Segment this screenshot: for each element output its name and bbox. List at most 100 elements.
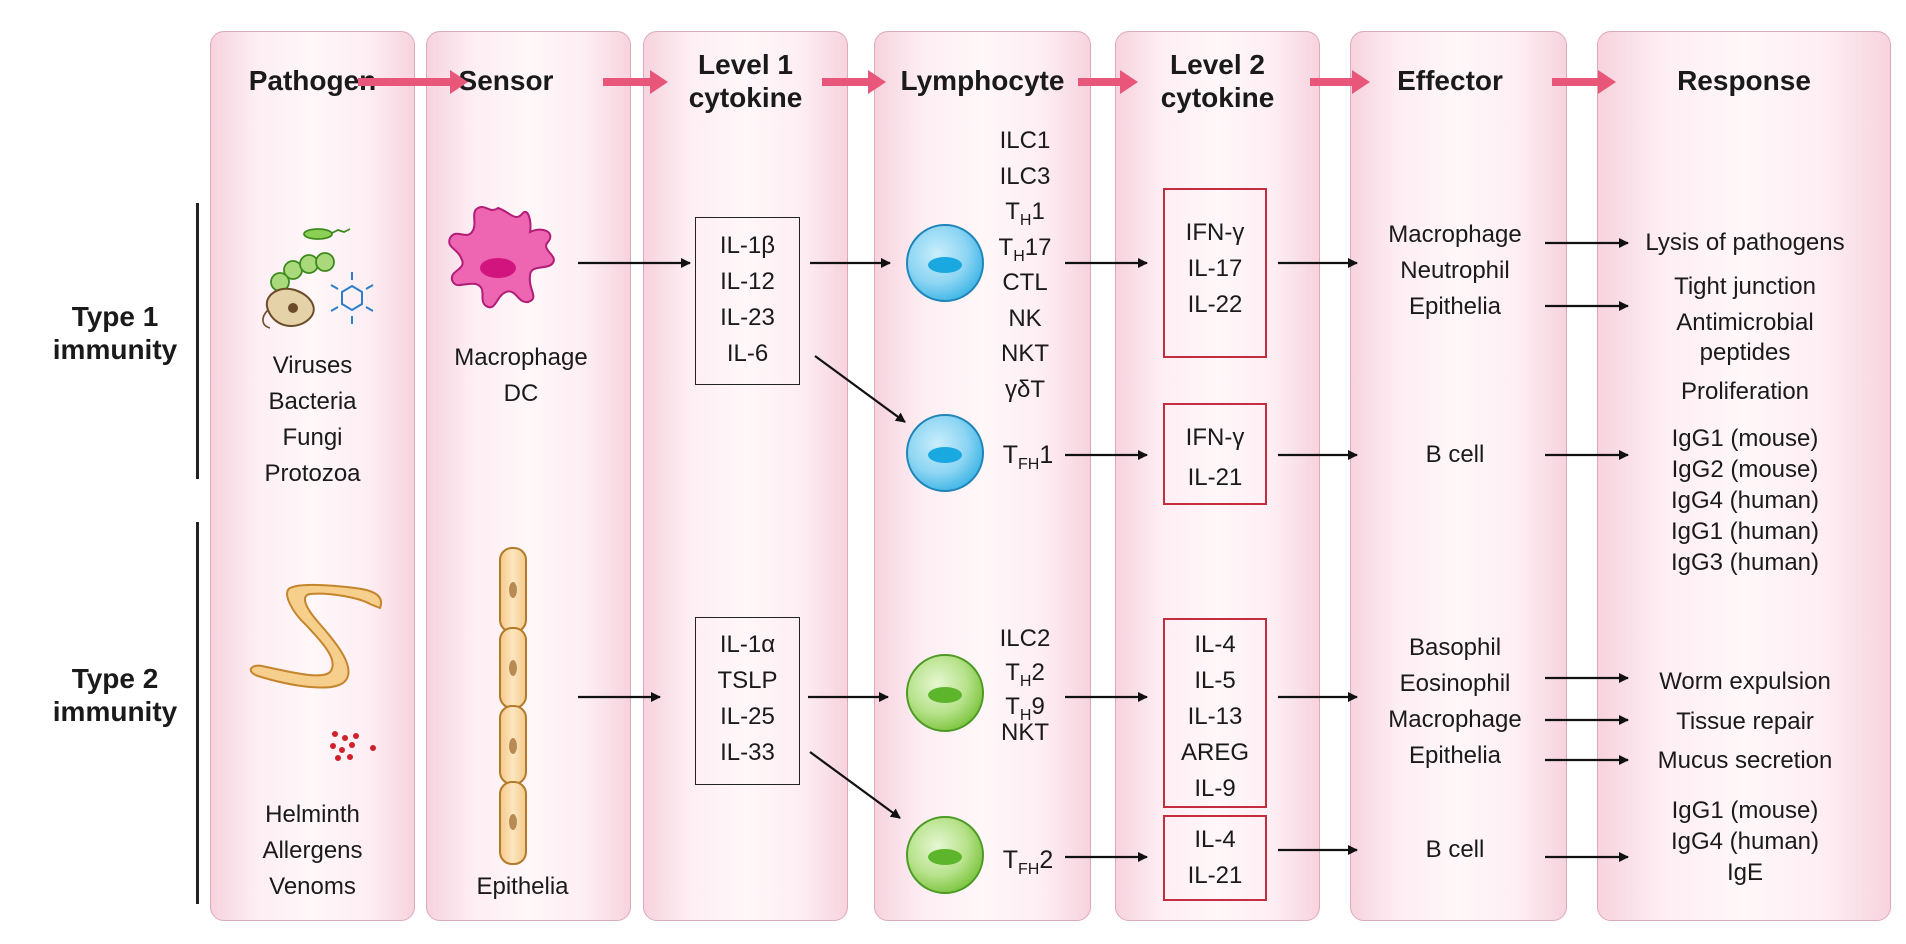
type2-tfh-level2-list: IL-4 IL-21 [1163, 822, 1267, 894]
header-arrow-6 [1552, 70, 1616, 94]
lymph-ctl: CTL [1002, 269, 1048, 296]
lymph-th2-sub: H [1019, 673, 1032, 690]
lymph-ilc3: ILC3 [999, 162, 1051, 190]
sensor-column [426, 31, 631, 921]
type2-tfh-level2-box [1163, 815, 1267, 901]
header-level2-line1: Level 2 [1170, 49, 1265, 80]
lymph-th9-num: 9 [1031, 693, 1045, 720]
sensor-dc: DC [503, 380, 539, 407]
effector-epithelia2: Epithelia [1408, 742, 1502, 769]
epithelial-cells-icon [499, 547, 527, 865]
header-level1-line1: Level 1 [698, 49, 793, 80]
type2-igg1-mouse: IgG1 (mouse) [1671, 797, 1819, 824]
header-arrow-2 [603, 70, 668, 94]
type1-sensor-list: Macrophage DC [426, 340, 616, 412]
type2-sensor-epithelia: Epithelia [476, 873, 569, 900]
type1-bracket [196, 203, 199, 479]
cytokine-il13: IL-13 [1187, 703, 1243, 730]
type1-lymphocyte-list: ILC1 ILC3 TH1 TH17 CTL NK NKT γδT [990, 123, 1060, 407]
effector-eosinophil: Eosinophil [1399, 670, 1511, 697]
cytokine-il22: IL-22 [1187, 291, 1243, 318]
type2-pathogen-list: Helminth Allergens Venoms [210, 797, 415, 905]
type1-igg-list: IgG1 (mouse) IgG2 (mouse) IgG4 (human) I… [1620, 423, 1870, 578]
tfh2-sub: FH [1018, 861, 1040, 878]
cytokine-il1a: IL-1α [719, 631, 776, 658]
type1-level2-box [1163, 188, 1267, 358]
type1-effector-list: Macrophage Neutrophil Epithelia [1350, 217, 1560, 325]
pathogen-protozoa: Protozoa [264, 460, 361, 487]
pathogen-viruses: Viruses [272, 352, 353, 379]
response-antimicrobial-line1: Antimicrobial [1676, 309, 1814, 336]
header-arrow-1 [358, 70, 468, 94]
tfh2-num: 2 [1039, 846, 1054, 874]
header-arrow-4 [1078, 70, 1138, 94]
header-arrow-5 [1310, 70, 1370, 94]
effector-basophil: Basophil [1408, 634, 1502, 661]
effector-column [1350, 31, 1567, 921]
type1-tfh-label: TFH1 [993, 440, 1063, 473]
ige: IgE [1726, 859, 1764, 886]
response-tight-junction: Tight junction [1674, 273, 1816, 300]
type2-level2-list: IL-4 IL-5 IL-13 AREG IL-9 [1163, 627, 1267, 807]
sensor-macrophage: Macrophage [454, 344, 588, 371]
pathogen-allergens: Allergens [262, 837, 363, 864]
pathogen-helminth: Helminth [265, 801, 360, 828]
igg3-human: IgG3 (human) [1670, 549, 1820, 576]
lymph-ilc1: ILC1 [999, 127, 1051, 154]
tfh1-num: 1 [1039, 441, 1054, 469]
lymph-th2-t: T [1005, 659, 1020, 686]
type2-level1-list: IL-1α TSLP IL-25 IL-33 [695, 627, 800, 771]
lymph-th1-num: 1 [1031, 198, 1045, 225]
cytokine-tslp: TSLP [717, 667, 778, 694]
header-arrow-3 [822, 70, 886, 94]
type1-level1-list: IL-1β IL-12 IL-23 IL-6 [695, 228, 800, 372]
igg1-human: IgG1 (human) [1670, 518, 1820, 545]
response-lysis: Lysis of pathogens [1645, 229, 1845, 256]
tfh1-sub: FH [1018, 456, 1040, 473]
lymph-th1: TH1 [990, 194, 1060, 230]
type1-level2-list: IFN-γ IL-17 IL-22 [1163, 215, 1267, 323]
cytokine-il21-tfh2: IL-21 [1187, 862, 1243, 889]
type2-line1: Type 2 [71, 663, 159, 694]
level1-column [643, 31, 848, 921]
lymph-nkt2: NKT [1001, 719, 1049, 746]
header-effector: Effector [1397, 65, 1503, 96]
lymph-th9-sub: H [1019, 707, 1032, 724]
lymph-th2-num: 2 [1031, 659, 1045, 686]
response-column [1597, 31, 1891, 921]
type1-line2: immunity [52, 334, 178, 365]
type2-level1-box [695, 617, 800, 785]
level2-column [1115, 31, 1320, 921]
header-pathogen: Pathogen [248, 65, 377, 96]
type1-level1-box [695, 217, 800, 385]
response-mucus-secretion: Mucus secretion [1657, 747, 1833, 774]
lymph-th2: TH2 [990, 656, 1060, 690]
cytokine-il12: IL-12 [720, 268, 775, 295]
cell-type1-lymphocyte [906, 224, 984, 302]
effector-macrophage: Macrophage [1388, 221, 1522, 248]
header-lymphocyte: Lymphocyte [900, 65, 1065, 96]
lymph-th17-t: T [998, 233, 1014, 261]
type2-igg4-human: IgG4 (human) [1670, 828, 1820, 855]
response-tissue-repair: Tissue repair [1676, 708, 1814, 735]
cell-type2-lymphocyte [906, 654, 984, 732]
bacteria-icon [270, 228, 351, 292]
lymph-th17: TH17 [990, 230, 1060, 266]
lymph-gdt: γδT [1004, 375, 1046, 403]
pathogen-venoms: Venoms [269, 873, 356, 900]
pathogen-bacteria: Bacteria [268, 388, 357, 415]
type1-immunity-label: Type 1 immunity [40, 300, 190, 366]
lymph-th1-t: T [1005, 198, 1020, 225]
igg4-human: IgG4 (human) [1670, 487, 1820, 514]
worm-icon [249, 583, 383, 689]
macrophage-icon [448, 206, 555, 309]
type1-effector-bcell: B cell [1425, 441, 1485, 468]
igg2-mouse: IgG2 (mouse) [1671, 456, 1819, 483]
cytokine-il33: IL-33 [720, 739, 775, 766]
cytokine-areg: AREG [1180, 739, 1249, 766]
lymph-th17-sub: H [1013, 247, 1025, 265]
tfh1-t: T [1002, 441, 1019, 469]
header-level1-line2: cytokine [688, 82, 803, 113]
type1-tfh-level2-box [1163, 403, 1267, 505]
